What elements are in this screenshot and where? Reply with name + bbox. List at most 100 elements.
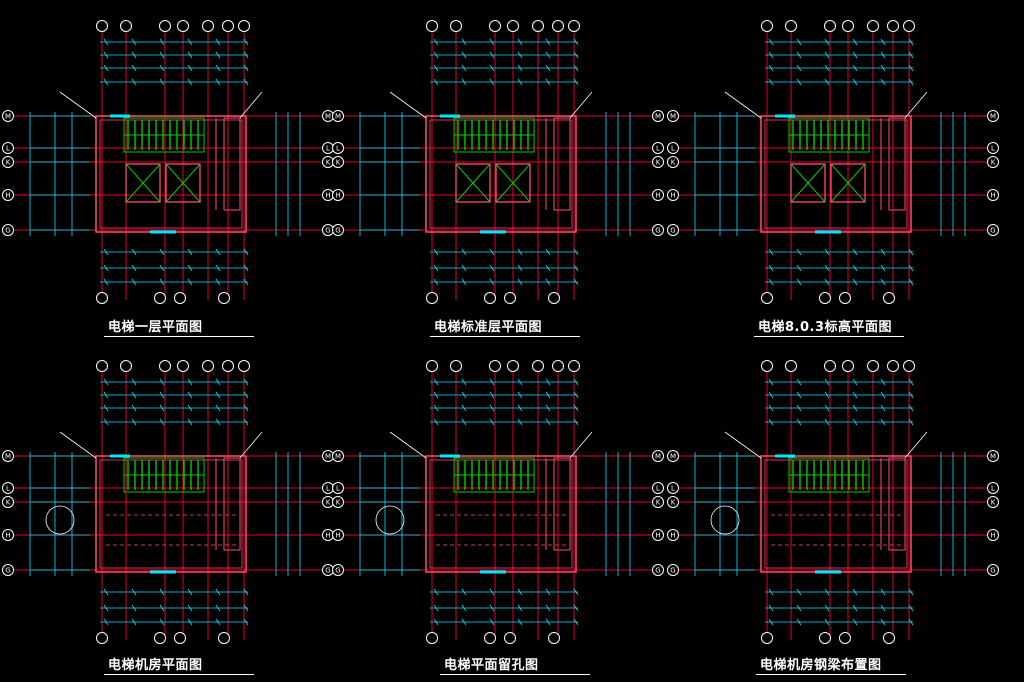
plan3-right-bubble-2 [987, 156, 999, 168]
plan3-bottom-dim-tick-0-4 [880, 248, 886, 256]
plan5-top-dim-tick-0-3 [517, 378, 523, 386]
plan2-right-bubble-3-label: H [655, 192, 660, 200]
plan4-top-dim-tick-0-1 [131, 378, 137, 386]
plan1-bottom-dim-tick-1-3 [187, 264, 193, 272]
plan4-bottom-dim-tick-2-4 [215, 618, 221, 626]
plan3-top-dim-tick-1-5 [908, 51, 914, 59]
plan6-bottom-bubble-2 [839, 632, 851, 644]
plan1-bottom-dim-tick-1-0 [103, 264, 109, 272]
plan6-right-bubble-3 [987, 529, 999, 541]
plan4-bottom-dim-tick-1-5 [243, 604, 249, 612]
plan-title-6-underline [756, 674, 906, 675]
plan4-top-bubble-0 [96, 360, 108, 372]
plan2-top-dim-tick-0-0 [433, 38, 439, 46]
plan6-top-bubble-5 [887, 360, 899, 372]
plan-title-2-underline [430, 336, 580, 337]
plan4-top-dim-tick-2-2 [159, 404, 165, 412]
plan4-top-dim-tick-1-3 [187, 391, 193, 399]
plan1-leader-2 [239, 91, 263, 119]
plan1-top-bubble-2 [159, 20, 171, 32]
plan3-leader-2 [904, 91, 928, 119]
plan5-left-bubble-2-label: K [336, 499, 341, 507]
plan6-top-dim-tick-2-1 [796, 404, 802, 412]
plan1-top-dim-tick-0-1 [131, 38, 137, 46]
plan5-bottom-dim-tick-2-5 [573, 618, 579, 626]
plan1-top-dim-tick-0-4 [215, 38, 221, 46]
plan5-top-bubble-5 [552, 360, 564, 372]
plan-title-4-underline [104, 674, 254, 675]
plan5-side-column [553, 457, 571, 551]
plan4-right-bubble-4-label: G [325, 567, 330, 575]
plan6-top-dim-tick-1-3 [852, 391, 858, 399]
plan5-bottom-dim-tick-1-5 [573, 604, 579, 612]
plan3-left-bubble-0 [667, 110, 679, 122]
plan4-top-dim-tick-0-5 [243, 378, 249, 386]
plan6-top-dim-tick-0-4 [880, 378, 886, 386]
plan4-bottom-bubble-1 [154, 632, 166, 644]
plan5-bottom-dim-tick-0-1 [461, 588, 467, 596]
plan2-bottom-dim-tick-2-3 [517, 278, 523, 286]
plan6-top-dim-tick-3-2 [824, 418, 830, 426]
plan3-right-bubble-4-label: G [990, 227, 995, 235]
plan3-top-dim-tick-0-4 [880, 38, 886, 46]
plan6-top-dim-tick-2-3 [852, 404, 858, 412]
plan3-right-bubble-3-label: H [990, 192, 995, 200]
plan4-bottom-bubble-3 [218, 632, 230, 644]
plan3-side-column [888, 117, 906, 211]
plan4-top-dim-tick-2-1 [131, 404, 137, 412]
plan5-left-bubble-4-label: G [335, 567, 340, 575]
plan1-left-bubble-4 [2, 224, 14, 236]
plan2-bottom-dim-tick-0-4 [545, 248, 551, 256]
plan5-leader-1 [389, 431, 427, 459]
plan5-top-dim-tick-3-5 [573, 418, 579, 426]
plan3-top-dim-tick-3-1 [796, 78, 802, 86]
plan2-top-dim-tick-3-2 [489, 78, 495, 86]
plan4-left-bubble-1 [2, 482, 14, 494]
plan3-top-dim-tick-1-3 [852, 51, 858, 59]
plan2-car-2 [495, 163, 531, 203]
plan2-bottom-dim-tick-1-5 [573, 264, 579, 272]
plan4-top-dim-tick-2-5 [243, 404, 249, 412]
plan2-top-dim-tick-1-0 [433, 51, 439, 59]
plan5-top-dim-tick-1-3 [517, 391, 523, 399]
plan1-bottom-dim-tick-0-1 [131, 248, 137, 256]
plan1-bottom-dim-tick-0-4 [215, 248, 221, 256]
plan4-left-bubble-4 [2, 564, 14, 576]
plan3-top-dim-tick-2-4 [880, 64, 886, 72]
plan2-bottom-dim-tick-0-5 [573, 248, 579, 256]
plan2-bottom-dim-tick-0-3 [517, 248, 523, 256]
plan5-bottom-dim-tick-0-0 [433, 588, 439, 596]
plan2-top-dim-tick-2-0 [433, 64, 439, 72]
plan6-top-dim-tick-0-1 [796, 378, 802, 386]
plan2-bottom-dim-tick-1-3 [517, 264, 523, 272]
plan4-bottom-dim-tick-2-3 [187, 618, 193, 626]
plan4-top-bubble-6 [238, 360, 250, 372]
plan6-top-dim-tick-2-0 [768, 404, 774, 412]
plan5-left-bubble-0-label: M [335, 453, 341, 461]
plan3-top-bubble-4 [867, 20, 879, 32]
plan6-top-bubble-0 [761, 360, 773, 372]
plan3-top-dim-tick-2-5 [908, 64, 914, 72]
plan4-bottom-dim-tick-2-0 [103, 618, 109, 626]
plan4-top-dim-tick-3-2 [159, 418, 165, 426]
plan-title-3-underline [754, 336, 904, 337]
plan4-shaft-wall-inner [99, 459, 243, 569]
plan1-top-dim-tick-2-3 [187, 64, 193, 72]
plan2-top-dim-tick-3-5 [573, 78, 579, 86]
plan5-top-dim-tick-2-4 [545, 404, 551, 412]
plan3-top-dim-tick-2-3 [852, 64, 858, 72]
plan-title-6: 电梯机房钢梁布置图 [760, 658, 882, 673]
plan1-bottom-bubble-2 [174, 292, 186, 304]
plan3-bottom-dim-tick-2-0 [768, 278, 774, 286]
plan6-top-dim-tick-3-5 [908, 418, 914, 426]
plan1-top-dim-tick-2-4 [215, 64, 221, 72]
plan2-bottom-dim-tick-2-0 [433, 278, 439, 286]
plan6-left-bubble-2-label: K [671, 499, 676, 507]
plan-title-5: 电梯平面留孔图 [444, 658, 539, 673]
plan1-top-dim-tick-2-2 [159, 64, 165, 72]
plan4-top-dim-tick-0-2 [159, 378, 165, 386]
plan5-right-bubble-1 [652, 482, 664, 494]
plan3-top-dim-tick-3-2 [824, 78, 830, 86]
plan1-left-bubble-3 [2, 189, 14, 201]
plan3-right-bubble-0 [987, 110, 999, 122]
